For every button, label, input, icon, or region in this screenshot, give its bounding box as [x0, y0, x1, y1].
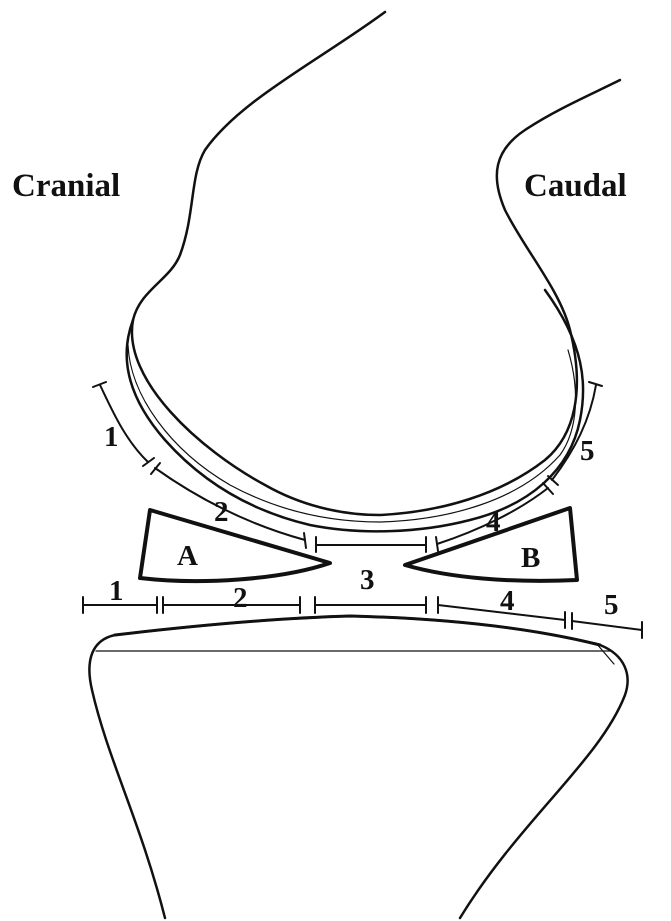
femoral-cartilage-outer [127, 290, 583, 531]
femoral-zone-brackets [93, 382, 602, 552]
label-caudal: Caudal [524, 170, 627, 203]
tibial-zone-4-label: 4 [500, 587, 515, 616]
femoral-zone-4-label: 4 [486, 508, 501, 537]
tibia-outline [89, 616, 627, 918]
tibial-bracket-5 [572, 621, 642, 630]
femoral-bracket-2 [155, 468, 305, 540]
tibial-zone-1-label: 1 [109, 577, 124, 606]
femoral-zone-2-label: 2 [214, 498, 229, 527]
femoral-zone-1-label: 1 [104, 423, 119, 452]
femur-outline [132, 12, 620, 515]
tibial-zone-5-label: 5 [604, 591, 619, 620]
tibial-plateau-line [115, 616, 600, 645]
label-meniscus-b: B [521, 544, 540, 573]
femoral-zone-3-label: 3 [360, 566, 375, 595]
tibial-zone-2-label: 2 [233, 584, 248, 613]
femoral-cartilage-inner [128, 345, 576, 522]
meniscus-a [140, 510, 330, 581]
label-meniscus-a: A [177, 542, 198, 571]
label-cranial: Cranial [12, 170, 120, 203]
femoral-zone-5-label: 5 [580, 437, 595, 466]
